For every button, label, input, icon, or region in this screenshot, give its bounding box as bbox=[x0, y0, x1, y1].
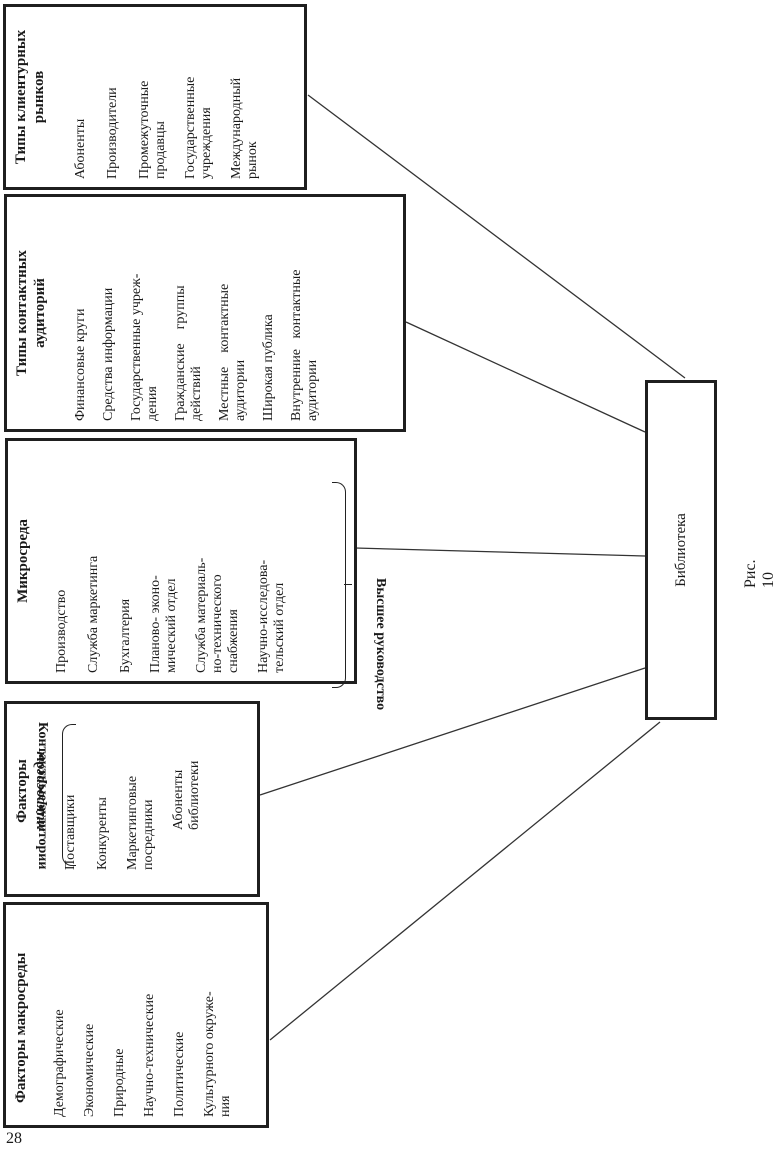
library-label: Библиотека bbox=[673, 513, 689, 587]
macro-box: Факторы макросреды Демографические Эконо… bbox=[3, 902, 269, 1128]
contact-item: дения bbox=[145, 386, 160, 421]
markets-item: Промежуточные bbox=[137, 80, 152, 179]
contact-audiences-label: Контактные аудитории bbox=[35, 722, 50, 870]
contact-item: Широкая публика bbox=[261, 314, 276, 421]
contact-item: аудитории bbox=[305, 359, 320, 421]
micro-factors-item: посредники bbox=[141, 799, 156, 871]
microenv-box: Микросреда Производство Служба маркетинг… bbox=[5, 438, 357, 684]
macro-item: Политические bbox=[172, 1031, 187, 1117]
microenv-item: Планово- эконо- bbox=[148, 575, 163, 673]
figure-caption: Рис. 10 bbox=[742, 559, 777, 588]
page-number: 28 bbox=[6, 1130, 22, 1147]
microenv-item: Бухгалтерия bbox=[118, 598, 133, 673]
connector-macro bbox=[269, 721, 661, 1041]
macro-item: Культурного окруже- bbox=[202, 991, 217, 1117]
contact-item: Гражданские группы bbox=[173, 285, 188, 421]
contact-title: Типы контактных аудиторий bbox=[14, 250, 48, 376]
top-management-label: Высшее руководство bbox=[373, 578, 388, 711]
contact-item: Финансовые круги bbox=[73, 308, 88, 421]
markets-item: учреждения bbox=[199, 107, 214, 179]
contact-item: Государственные учреж- bbox=[129, 273, 144, 421]
microenv-item: тельский отдел bbox=[272, 582, 287, 673]
macro-item: Экономические bbox=[82, 1023, 97, 1117]
contact-item: Внутренние контактные bbox=[289, 269, 304, 421]
microenv-item: Производство bbox=[54, 589, 69, 673]
micro-factors-item: Маркетинговые bbox=[125, 775, 140, 870]
library-box: Библиотека bbox=[645, 380, 717, 720]
markets-item: рынок bbox=[245, 141, 260, 179]
micro-factors-item: Конкуренты bbox=[95, 797, 110, 870]
microenv-item: Служба материаль- bbox=[194, 557, 209, 673]
microenv-item: снабжения bbox=[226, 609, 241, 673]
contact-box: Типы контактных аудиторий Финансовые кру… bbox=[4, 194, 406, 432]
contact-audiences-brace bbox=[62, 724, 76, 866]
connector-contact bbox=[405, 321, 646, 433]
macro-item: Природные bbox=[112, 1048, 127, 1117]
connector-markets bbox=[307, 94, 686, 379]
contact-item: аудитории bbox=[233, 359, 248, 421]
microenv-item: Научно-исследова- bbox=[256, 559, 271, 673]
markets-item: Абоненты bbox=[73, 118, 88, 179]
contact-item: действий bbox=[189, 366, 204, 421]
markets-item: Производители bbox=[105, 87, 120, 179]
micro-factors-item: Абоненты bbox=[171, 769, 186, 830]
microenv-title: Микросреда bbox=[15, 519, 31, 603]
macro-title: Факторы макросреды bbox=[13, 952, 29, 1103]
macro-item: Демографические bbox=[52, 1009, 67, 1117]
contact-item: Средства информации bbox=[101, 287, 116, 421]
macro-item: Научно-технические bbox=[142, 993, 157, 1117]
top-management-brace bbox=[332, 482, 346, 688]
micro-factors-item: библиотеки bbox=[187, 760, 202, 830]
markets-item: продавцы bbox=[153, 121, 168, 179]
markets-box: Типы клиентурных рынков Абоненты Произво… bbox=[3, 4, 307, 190]
microenv-item: Служба маркетинга bbox=[86, 555, 101, 673]
contact-item: Местные контактные bbox=[217, 283, 232, 421]
connector-micro-factors bbox=[259, 667, 646, 796]
markets-item: Государственные bbox=[183, 76, 198, 179]
markets-item: Международный bbox=[229, 77, 244, 179]
top-management-brace-tip bbox=[344, 584, 352, 585]
markets-title: Типы клиентурных рынков bbox=[13, 29, 47, 165]
macro-item: ния bbox=[218, 1095, 233, 1117]
microenv-item: но-технического bbox=[210, 574, 225, 673]
connector-microenv bbox=[354, 547, 646, 557]
microenv-item: мический отдел bbox=[164, 578, 179, 673]
